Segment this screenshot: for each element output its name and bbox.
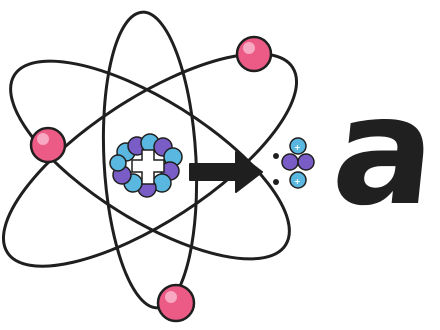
- proton: [298, 154, 314, 170]
- svg-text:+: +: [294, 177, 301, 186]
- nucleus: [110, 134, 182, 197]
- electron: [158, 285, 194, 321]
- dots: [273, 153, 279, 185]
- proton: [282, 154, 298, 170]
- alpha-particle: + +: [282, 138, 314, 188]
- electron: [31, 128, 65, 162]
- svg-text:+: +: [294, 143, 301, 152]
- neutron: [110, 155, 126, 171]
- electron: [237, 37, 271, 71]
- alpha-symbol: a: [327, 82, 440, 222]
